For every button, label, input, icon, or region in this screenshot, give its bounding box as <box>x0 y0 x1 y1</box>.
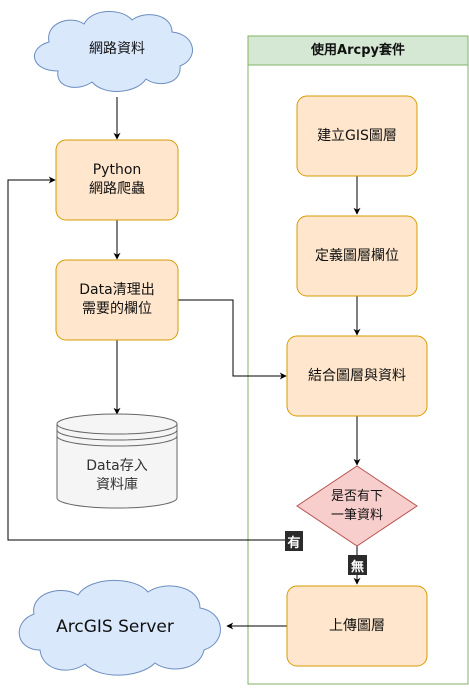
define-fields-label: 定義圖層欄位 <box>315 247 399 264</box>
build-layer-box <box>296 95 418 177</box>
edge-label-no: 無 <box>348 555 367 575</box>
edge-decision-loop-back <box>7 176 296 541</box>
decision-diamond <box>296 465 418 547</box>
define-fields-box <box>296 215 418 297</box>
edge-clean-to-join <box>177 299 287 380</box>
web-data-label: 網路資料 <box>89 40 145 57</box>
data-clean-label: Data清理出 需要的欄位 <box>79 282 155 317</box>
python-crawler-label: Python 網路爬蟲 <box>89 162 145 197</box>
join-layer-label: 結合圖層與資料 <box>308 367 406 384</box>
python-crawler-box <box>55 139 179 221</box>
arcpy-panel-header <box>247 35 469 66</box>
arcgis-server-cloud <box>18 579 221 676</box>
build-layer-label: 建立GIS圖層 <box>317 127 397 144</box>
arcgis-server-label: ArcGIS Server <box>56 616 174 637</box>
decision-label: 是否有下 一筆資料 <box>330 489 383 523</box>
edge-label-yes: 有 <box>285 531 303 551</box>
data-clean-box <box>55 259 179 341</box>
join-layer-box <box>286 335 428 417</box>
upload-layer-label: 上傳圖層 <box>329 617 385 634</box>
web-data-cloud <box>33 11 193 92</box>
data-store-label: Data存入 資料庫 <box>86 458 148 493</box>
edges <box>7 97 361 630</box>
upload-layer-box <box>286 585 428 667</box>
arcpy-panel-title: 使用Arcpy套件 <box>311 43 405 58</box>
data-store-database <box>56 413 178 509</box>
